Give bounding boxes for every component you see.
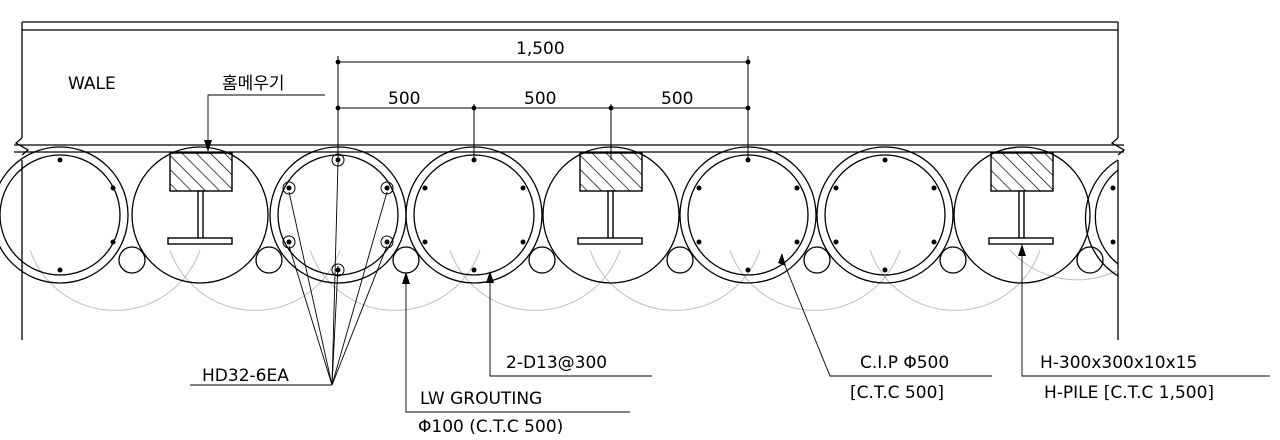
h-pile-units (131, 146, 1091, 284)
tie-rebar-label: 2-D13@300 (506, 353, 607, 373)
main-rebar-label: HD32-6EA (202, 366, 289, 386)
dim-total-label: 1,500 (516, 39, 565, 59)
groove-fill-label: 홈메우기 (222, 74, 285, 94)
dim-2-label: 500 (524, 89, 556, 109)
dimension-lines (335, 56, 751, 160)
h-pile-label-2: H-PILE [C.T.C 1,500] (1044, 383, 1214, 403)
h-pile (131, 146, 269, 284)
leaders (190, 94, 1270, 413)
labels: WALE 홈메우기 1,500 500 500 500 HD32-6EA LW … (68, 39, 1214, 437)
wale-label: WALE (68, 74, 116, 94)
cip-pile (405, 146, 543, 284)
cip-pile (679, 146, 817, 284)
cip-pile (0, 146, 129, 284)
cip-pile (1084, 159, 1119, 277)
cip-label-2: [C.T.C 500] (850, 383, 944, 403)
h-pile (953, 146, 1091, 284)
grouting-label-2: Φ100 (C.T.C 500) (418, 417, 563, 437)
cip-piles (0, 146, 1119, 284)
dim-1-label: 500 (388, 89, 420, 109)
cip-pile (816, 146, 954, 284)
lw-grouting-holes (118, 246, 1104, 274)
wale-frame (14, 21, 1126, 340)
h-pile (542, 146, 680, 284)
cip-label-1: C.I.P Φ500 (860, 353, 949, 373)
dim-3-label: 500 (661, 89, 693, 109)
soil-arcs (29, 249, 1119, 311)
h-pile-label-1: H-300x300x10x15 (1040, 353, 1197, 373)
grouting-label-1: LW GROUTING (420, 389, 542, 409)
